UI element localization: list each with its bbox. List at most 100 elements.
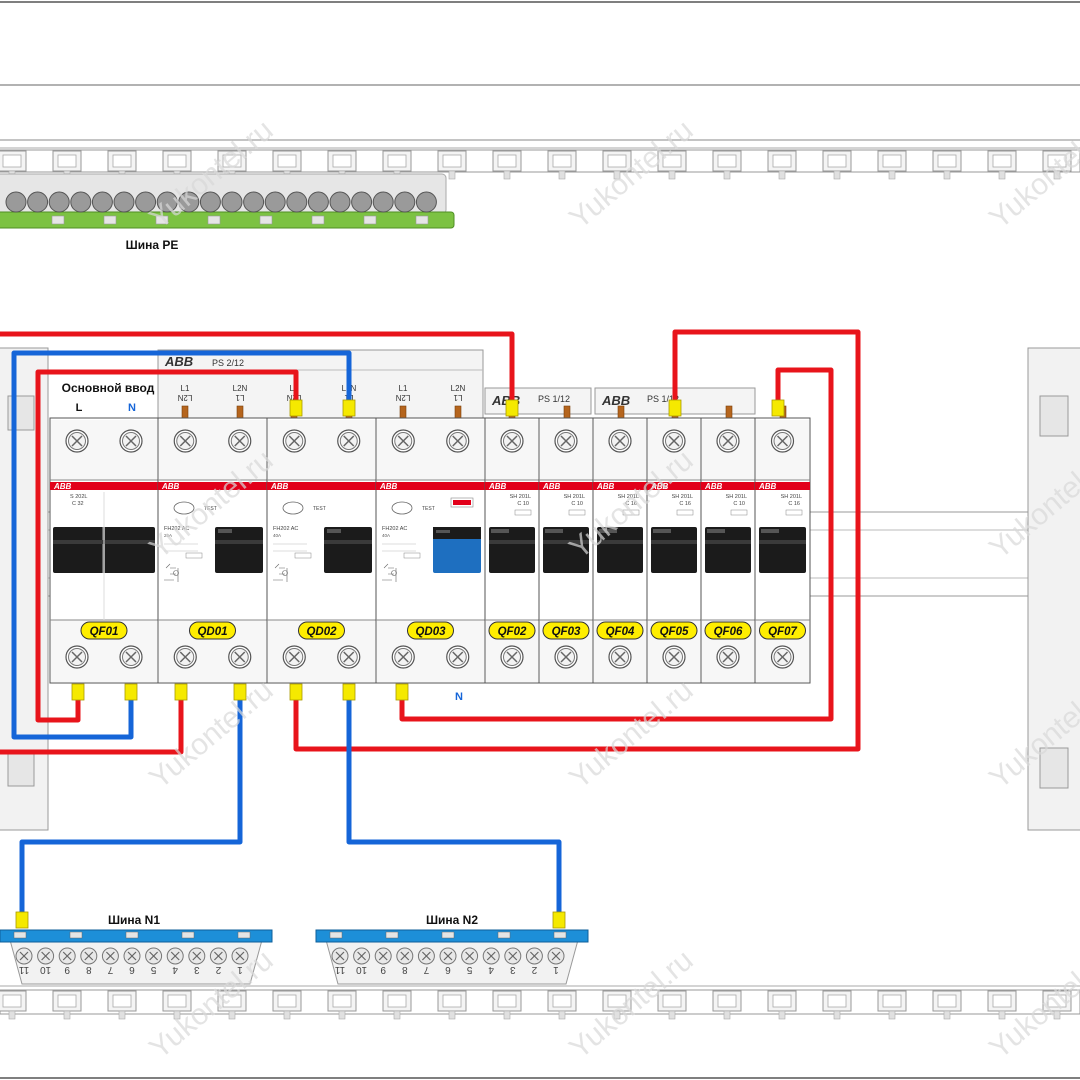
n-terminal-screw xyxy=(439,947,457,965)
n-busbar-clip xyxy=(441,931,455,939)
n-terminal-screw xyxy=(396,947,414,965)
device-top-terminal-block xyxy=(51,420,157,480)
n-terminal-screw xyxy=(145,947,163,965)
pe-terminal-screw xyxy=(221,191,243,213)
comb-terminal-label: L1 xyxy=(453,393,462,402)
device-rating: C 10 xyxy=(571,501,583,507)
pe-terminal-screw xyxy=(394,191,416,213)
toggle-handle-ridge xyxy=(597,540,643,544)
circuit-symbol xyxy=(164,563,179,582)
toggle-handle xyxy=(489,527,535,573)
n-terminal-screw xyxy=(36,947,55,965)
comb-model: PS 2/12 xyxy=(212,358,244,368)
abb-band xyxy=(50,482,158,490)
device-rating: C 10 xyxy=(733,501,745,507)
n-busbar-clip xyxy=(497,931,511,939)
n-terminal-number: 5 xyxy=(466,964,472,975)
comb-terminal-label: L2N xyxy=(451,384,466,393)
terminal-screw-top xyxy=(446,429,470,453)
watermark-text: Yukontel.ru xyxy=(563,674,699,796)
abb-band xyxy=(593,482,647,490)
wire-ferrule xyxy=(289,399,303,417)
terminal-screw-top xyxy=(554,429,578,453)
abb-band xyxy=(267,482,376,490)
pe-terminal-screw xyxy=(372,191,394,213)
n-terminal-number: 11 xyxy=(334,964,345,975)
comb-terminal-label: L2N xyxy=(233,384,248,393)
pe-terminal-screw xyxy=(178,191,200,213)
n-terminal-number: 4 xyxy=(172,964,178,975)
din-clip xyxy=(107,990,137,1020)
comb-model: PS 1/12 xyxy=(647,394,679,404)
n-terminal-number: 3 xyxy=(194,964,200,975)
n-terminal-screw xyxy=(353,947,371,965)
device-id-label: QD01 xyxy=(197,626,227,638)
neutral-label: N xyxy=(455,691,463,703)
pe-bar-clip xyxy=(259,215,273,225)
pe-terminal-screw xyxy=(156,191,178,213)
abb-logo: ABB xyxy=(704,482,723,491)
toggle-handle-ridge xyxy=(489,540,535,544)
toggle-handle xyxy=(759,527,806,573)
din-clip xyxy=(932,990,962,1020)
neutral-wire-qf01-to-qd02 xyxy=(11,350,352,740)
device-top-terminal-block xyxy=(159,420,266,480)
trip-indicator-flag xyxy=(453,500,471,505)
wires xyxy=(0,329,861,921)
din-clip xyxy=(822,150,852,180)
watermark-text: Yukontel.ru xyxy=(143,674,279,796)
neutral-wire-qd02-to-n2 xyxy=(346,687,562,921)
comb-busbars: ABB PS 2/12 ABB PS 1/12 ABB PS 1/12 L1L2… xyxy=(157,349,787,421)
pe-bar-clip xyxy=(311,215,325,225)
circuit-symbol xyxy=(282,570,288,576)
pe-bar-clip xyxy=(51,215,65,225)
pe-bar-clip xyxy=(363,215,377,225)
toggle-handle-mark xyxy=(491,529,509,533)
pe-bar-clip xyxy=(103,215,117,225)
pe-terminal-screw xyxy=(113,191,135,213)
device-model: FH202 AC xyxy=(273,526,298,532)
n-terminal-screw xyxy=(461,947,479,965)
pe-terminal-screw xyxy=(5,191,27,213)
wire-ferrule xyxy=(552,911,566,929)
device-spec-box xyxy=(294,552,312,559)
n-busbar-clip xyxy=(125,931,139,939)
toggle-handle-ridge xyxy=(543,540,589,544)
device-id-badge xyxy=(80,621,128,640)
toggle-handle-mark xyxy=(761,529,779,533)
n-terminal-screw xyxy=(188,947,206,965)
toggle-handle-mark xyxy=(218,529,232,533)
terminal-screw-bottom xyxy=(391,645,415,669)
abb-band xyxy=(158,482,267,490)
n-terminal-number: 6 xyxy=(445,964,451,975)
n-terminal-screw xyxy=(547,947,565,965)
abb-band xyxy=(647,482,701,490)
device-id-label: QF05 xyxy=(660,626,689,638)
phase-wire-qd01-out xyxy=(0,687,184,755)
terminal-screw-bottom xyxy=(173,645,197,669)
device-id-badge xyxy=(542,621,590,640)
terminal-screw-top xyxy=(608,429,632,453)
n-terminal-number: 10 xyxy=(356,964,368,975)
comb-terminal-label: L1 xyxy=(181,384,190,393)
device-id-label: QD03 xyxy=(415,626,446,638)
din-clip xyxy=(987,990,1017,1020)
device-rating: C 16 xyxy=(788,501,800,507)
wire-ferrule xyxy=(342,683,356,701)
n-terminal-screw xyxy=(482,947,500,965)
din-clip xyxy=(767,150,797,180)
test-label: TEST xyxy=(204,506,217,512)
wire-ferrule xyxy=(15,911,29,929)
pe-terminal-screw xyxy=(48,191,70,213)
comb-ps1-12-a xyxy=(484,387,592,415)
din-clip xyxy=(492,150,522,180)
device-spec-box xyxy=(622,509,640,516)
circuit-symbol xyxy=(391,570,397,576)
n-terminal-number: 3 xyxy=(510,964,516,975)
din-clip xyxy=(987,150,1017,180)
terminal-screw-bottom xyxy=(228,645,252,669)
